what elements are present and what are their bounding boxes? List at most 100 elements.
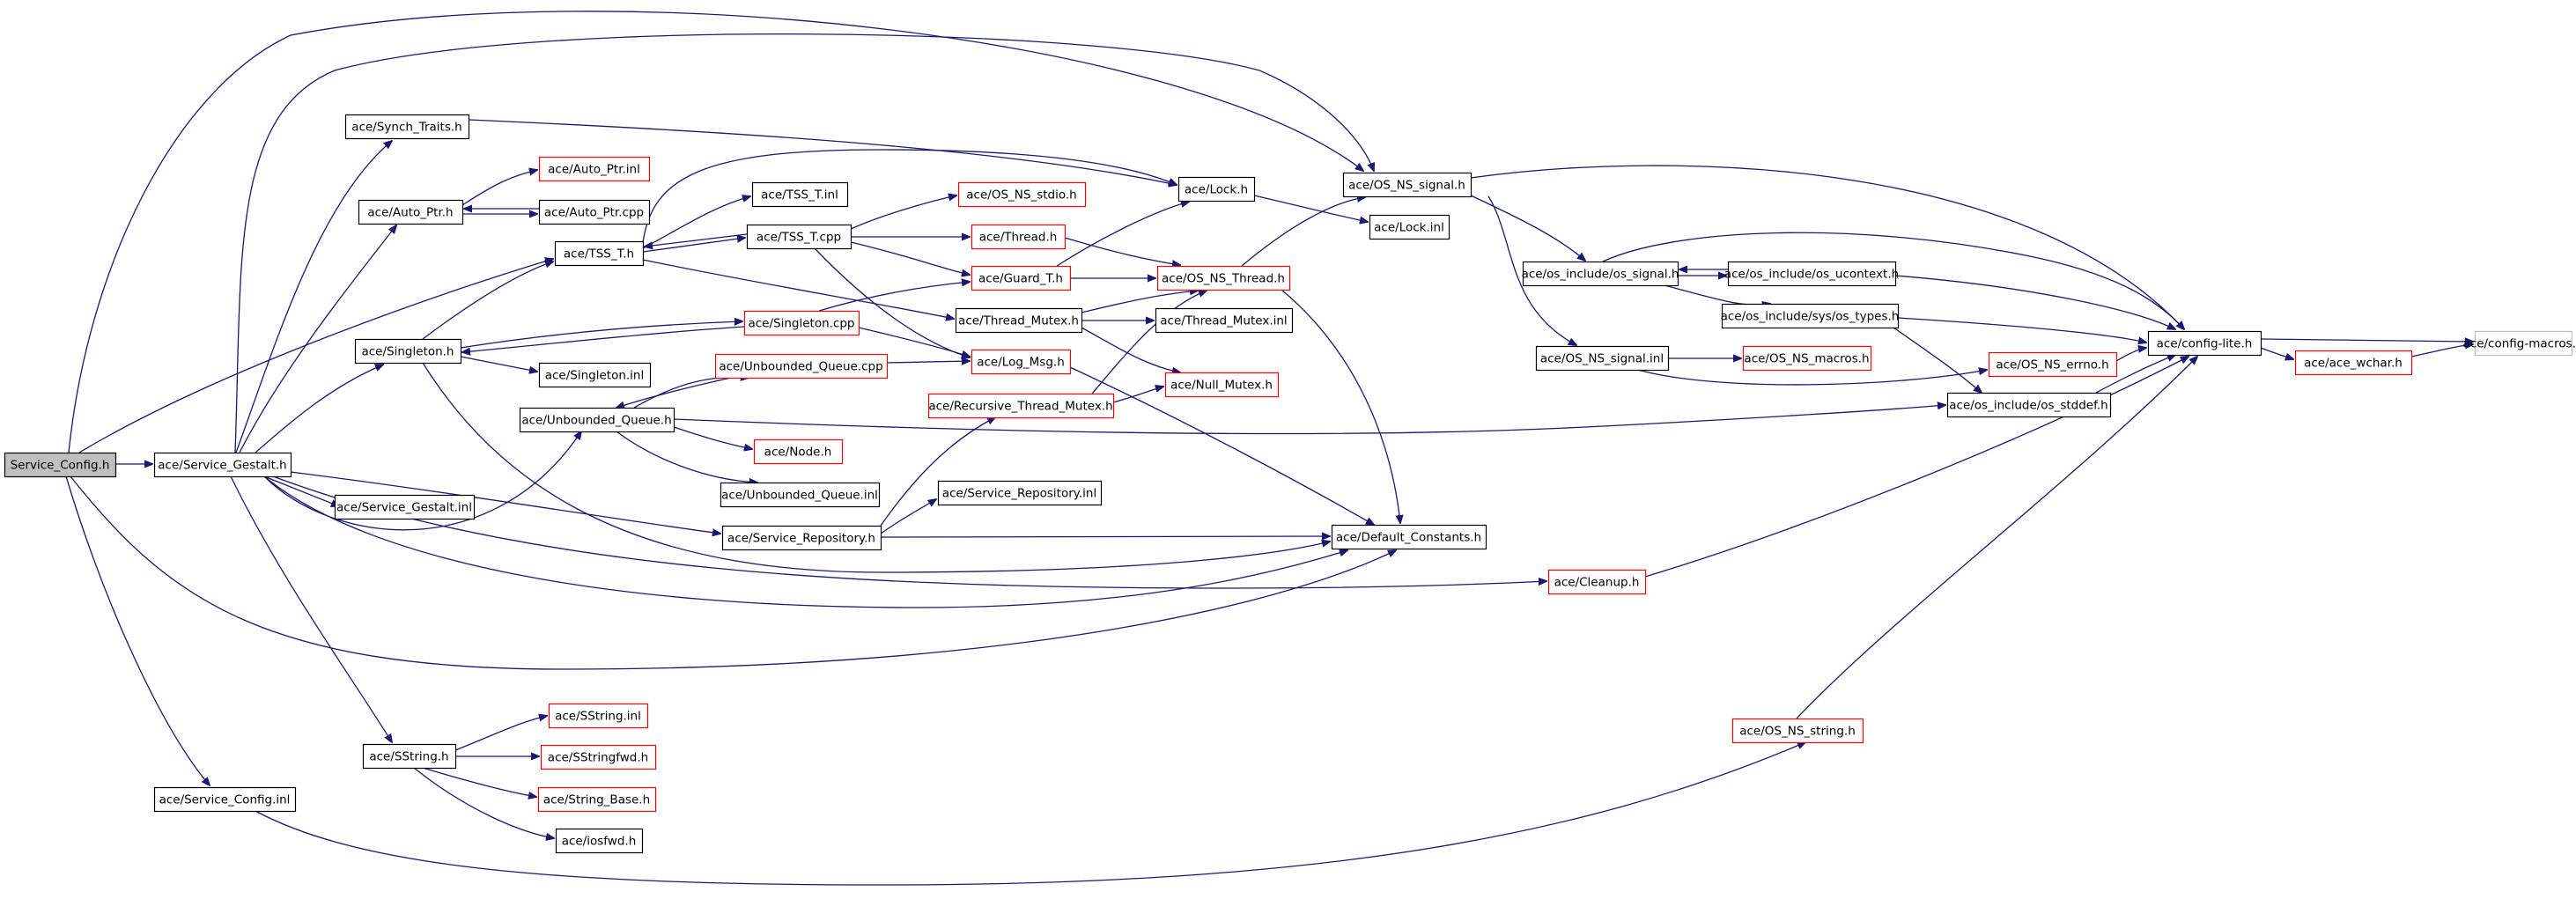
edge-config-lite-h-to-ace-wchar-h xyxy=(2260,347,2293,359)
node-service-config-h[interactable]: Service_Config.h xyxy=(4,452,117,478)
node-ace-singleton-inl[interactable]: ace/Singleton.inl xyxy=(538,362,652,388)
node-ace-service-config-inl[interactable]: ace/Service_Config.inl xyxy=(153,786,297,813)
edge-service-config-h-to-os-ns-signal-h xyxy=(68,11,1363,453)
edge-service-gestalt-h-to-service-gestalt-inl xyxy=(263,475,339,506)
node-ace-os-ns-thread-h[interactable]: ace/OS_NS_Thread.h xyxy=(1156,265,1291,291)
node-ace-sstringfwd-h[interactable]: ace/SStringfwd.h xyxy=(540,744,657,770)
node-ace-os-ns-signal-h[interactable]: ace/OS_NS_signal.h xyxy=(1342,172,1473,198)
node-ace-unbounded-queue-inl[interactable]: ace/Unbounded_Queue.inl xyxy=(720,482,881,508)
node-box xyxy=(1727,261,1897,287)
node-label: Service_Config.h xyxy=(11,459,110,473)
node-ace-unbounded-queue-cpp[interactable]: ace/Unbounded_Queue.cpp xyxy=(714,353,889,379)
node-ace-service-gestalt-h[interactable]: ace/Service_Gestalt.h xyxy=(153,452,292,478)
node-ace-service-repository-h[interactable]: ace/Service_Repository.h xyxy=(721,525,882,551)
edge-unbounded-queue-cpp-to-log-msg-h xyxy=(886,361,970,363)
node-ace-guard-t-h[interactable]: ace/Guard_T.h xyxy=(971,265,1072,291)
node-ace-os-ns-errno-h[interactable]: ace/OS_NS_errno.h xyxy=(1988,351,2118,378)
node-label: ace/Service_Repository.h xyxy=(727,532,875,546)
node-label: ace/SString.h xyxy=(369,750,448,764)
edge-synch-traits-h-to-lock-h xyxy=(468,119,1177,185)
node-ace-auto-ptr-inl[interactable]: ace/Auto_Ptr.inl xyxy=(538,156,651,182)
node-ace-os-include-os-ucontext-h[interactable]: ace/os_include/os_ucontext.h xyxy=(1724,261,1899,287)
node-ace-default-constants-h[interactable]: ace/Default_Constants.h xyxy=(1331,524,1487,550)
node-ace-lock-inl[interactable]: ace/Lock.inl xyxy=(1369,214,1450,240)
node-box xyxy=(548,703,649,729)
node-ace-synch-traits-h[interactable]: ace/Synch_Traits.h xyxy=(344,114,470,140)
node-ace-thread-mutex-h[interactable]: ace/Thread_Mutex.h xyxy=(955,307,1083,334)
node-label: ace/Auto_Ptr.cpp xyxy=(544,206,644,220)
node-ace-os-ns-stdio-h[interactable]: ace/OS_NS_stdio.h xyxy=(957,181,1087,208)
node-box xyxy=(2294,350,2413,376)
node-ace-recursive-thread-mutex-h[interactable]: ace/Recursive_Thread_Mutex.h xyxy=(927,393,1115,419)
node-ace-thread-h[interactable]: ace/Thread.h xyxy=(971,224,1067,250)
edge-cleanup-h-to-config-lite-h xyxy=(1644,357,2188,578)
node-ace-os-ns-signal-inl[interactable]: ace/OS_NS_signal.inl xyxy=(1535,345,1670,372)
edge-singleton-h-to-default-constants-h xyxy=(422,362,1330,573)
edge-singleton-cpp-to-log-msg-h xyxy=(858,327,970,357)
node-ace-service-repository-inl[interactable]: ace/Service_Repository.inl xyxy=(937,480,1103,506)
node-ace-os-include-os-stddef-h[interactable]: ace/os_include/os_stddef.h xyxy=(1946,392,2112,418)
node-ace-config-lite-h[interactable]: ace/config-lite.h xyxy=(2147,330,2262,357)
node-box xyxy=(746,224,853,250)
node-ace-sstring-h[interactable]: ace/SString.h xyxy=(362,743,457,770)
node-box xyxy=(1369,214,1450,240)
node-ace-auto-ptr-h[interactable]: ace/Auto_Ptr.h xyxy=(358,199,464,225)
node-ace-auto-ptr-cpp[interactable]: ace/Auto_Ptr.cpp xyxy=(538,199,651,225)
edge-service-gestalt-h-to-default-constants-h xyxy=(263,475,1347,608)
node-box xyxy=(720,482,881,508)
edge-tss-t-cpp-to-os-ns-stdio-h xyxy=(850,195,956,230)
node-ace-singleton-h[interactable]: ace/Singleton.h xyxy=(354,338,462,365)
node-ace-unbounded-queue-h[interactable]: ace/Unbounded_Queue.h xyxy=(519,407,675,433)
edge-service-config-h-to-service-config-inl xyxy=(65,475,210,785)
edge-config-lite-h-to-config-macros-h xyxy=(2260,339,2473,342)
node-ace-ace-wchar-h[interactable]: ace/ace_wchar.h xyxy=(2294,350,2413,376)
edge-ace-wchar-h-to-config-macros-h xyxy=(2410,344,2473,357)
node-label: ace/Unbounded_Queue.h xyxy=(521,414,671,428)
node-ace-tss-t-inl[interactable]: ace/TSS_T.inl xyxy=(751,181,849,208)
edge-sstring-h-to-iosfwd-h xyxy=(413,767,554,838)
node-label: ace/Null_Mutex.h xyxy=(1170,379,1273,393)
node-box xyxy=(937,480,1103,506)
node-label: ace/os_include/os_ucontext.h xyxy=(1724,268,1899,282)
node-ace-iosfwd-h[interactable]: ace/iosfwd.h xyxy=(555,828,644,854)
node-label: ace/Cleanup.h xyxy=(1554,576,1640,590)
edge-os-ns-signal-h-to-config-lite-h xyxy=(1470,165,2184,329)
node-ace-null-mutex-h[interactable]: ace/Null_Mutex.h xyxy=(1164,372,1280,398)
node-ace-thread-mutex-inl[interactable]: ace/Thread_Mutex.inl xyxy=(1155,307,1294,334)
node-ace-lock-h[interactable]: ace/Lock.h xyxy=(1177,176,1256,203)
node-box xyxy=(358,199,464,225)
node-ace-cleanup-h[interactable]: ace/Cleanup.h xyxy=(1547,569,1647,595)
node-ace-os-ns-string-h[interactable]: ace/OS_NS_string.h xyxy=(1731,718,1864,744)
node-box xyxy=(1155,307,1294,334)
node-ace-string-base-h[interactable]: ace/String_Base.h xyxy=(537,786,657,813)
edge-recursive-thread-mutex-h-to-os-ns-thread-h xyxy=(1091,291,1207,394)
node-ace-sstring-inl[interactable]: ace/SString.inl xyxy=(548,703,649,729)
node-ace-singleton-cpp[interactable]: ace/Singleton.cpp xyxy=(743,310,860,336)
edge-singleton-h-to-tss-t-h xyxy=(422,262,553,340)
node-ace-tss-t-h[interactable]: ace/TSS_T.h xyxy=(554,240,645,267)
node-ace-tss-t-cpp[interactable]: ace/TSS_T.cpp xyxy=(746,224,853,250)
node-box xyxy=(538,156,651,182)
node-label: ace/OS_NS_signal.h xyxy=(1348,179,1465,193)
node-box xyxy=(955,307,1083,334)
node-ace-config-macros-h[interactable]: ace/config-macros.h xyxy=(2463,330,2576,357)
node-ace-service-gestalt-inl[interactable]: ace/Service_Gestalt.inl xyxy=(334,494,476,520)
edge-unbounded-queue-h-to-unbounded-queue-cpp xyxy=(633,377,749,409)
node-ace-os-include-os-signal-h[interactable]: ace/os_include/os_signal.h xyxy=(1522,261,1679,287)
edge-service-config-h-to-default-constants-h xyxy=(70,475,1396,670)
node-label: ace/OS_NS_string.h xyxy=(1739,725,1856,739)
node-ace-os-ns-macros-h[interactable]: ace/OS_NS_macros.h xyxy=(1742,345,1872,372)
node-ace-os-include-sys-os-types-h[interactable]: ace/os_include/sys/os_types.h xyxy=(1721,303,1900,329)
node-box xyxy=(1742,345,1872,372)
node-label: ace/Unbounded_Queue.cpp xyxy=(719,360,882,374)
node-ace-log-msg-h[interactable]: ace/Log_Msg.h xyxy=(971,349,1072,375)
node-label: ace/Guard_T.h xyxy=(978,272,1063,286)
node-box xyxy=(971,265,1072,291)
node-box xyxy=(153,452,292,478)
node-label: ace/Synch_Traits.h xyxy=(351,121,461,135)
edge-unbounded-queue-h-to-unbounded-queue-inl xyxy=(616,431,757,483)
edge-tss-t-h-to-thread-mutex-h xyxy=(642,259,954,319)
edge-os-ns-string-h-to-config-lite-h xyxy=(1796,357,2197,719)
node-label: ace/Unbounded_Queue.inl xyxy=(721,489,878,503)
node-ace-node-h[interactable]: ace/Node.h xyxy=(753,438,844,465)
